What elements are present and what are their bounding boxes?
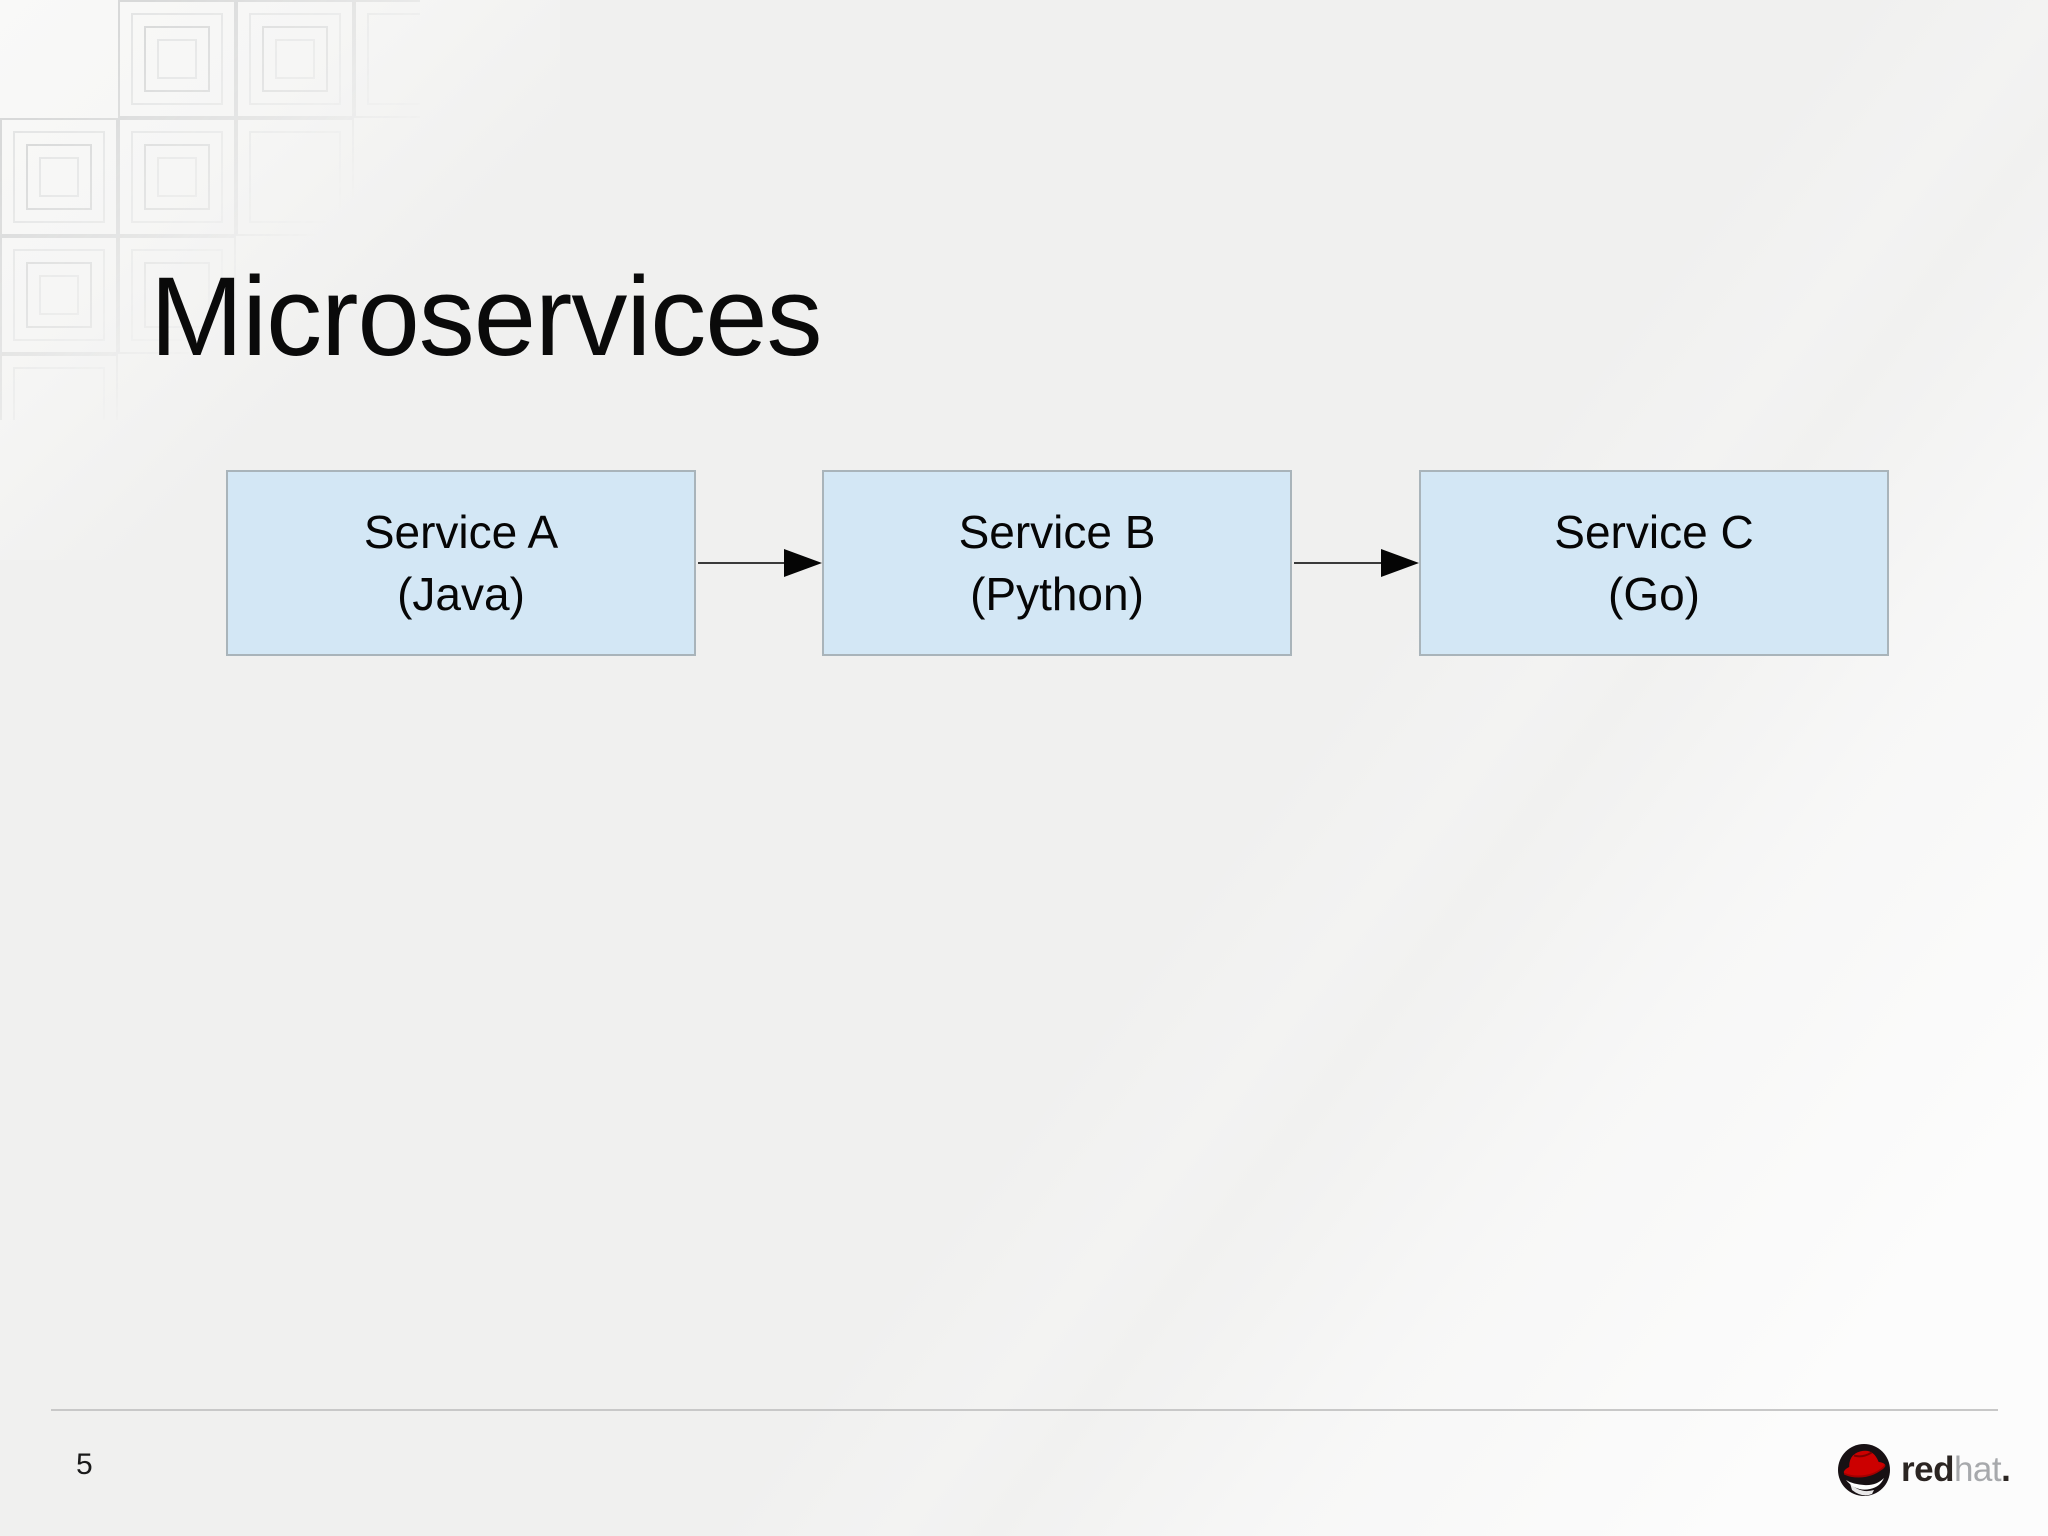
flow-arrow-b-to-c [1294,549,1419,577]
flow-arrow-a-to-b [698,549,822,577]
service-node-c: Service C (Go) [1419,470,1889,656]
footer-divider [51,1409,1998,1411]
redhat-shadowman-icon [1838,1444,1890,1496]
arrow-head-icon [784,549,822,577]
logo-word-red: red [1901,1450,1954,1489]
logo-period: . [2001,1450,2011,1489]
service-runtime: (Python) [970,568,1144,620]
service-name: Service B [958,506,1156,558]
service-node-b: Service B (Python) [822,470,1292,656]
arrow-line [698,562,790,564]
service-node-a: Service A (Java) [226,470,696,656]
service-name: Service C [1554,506,1754,558]
redhat-logo: redhat. [1836,1442,2011,1498]
arrow-line [1294,562,1387,564]
logo-word-hat: hat [1953,1450,2002,1489]
page-number: 5 [76,1448,93,1481]
service-runtime: (Go) [1608,568,1700,620]
service-name: Service A [363,506,559,558]
service-runtime: (Java) [397,568,525,620]
arrow-head-icon [1381,549,1419,577]
redhat-wordmark: redhat. [1901,1450,2011,1490]
